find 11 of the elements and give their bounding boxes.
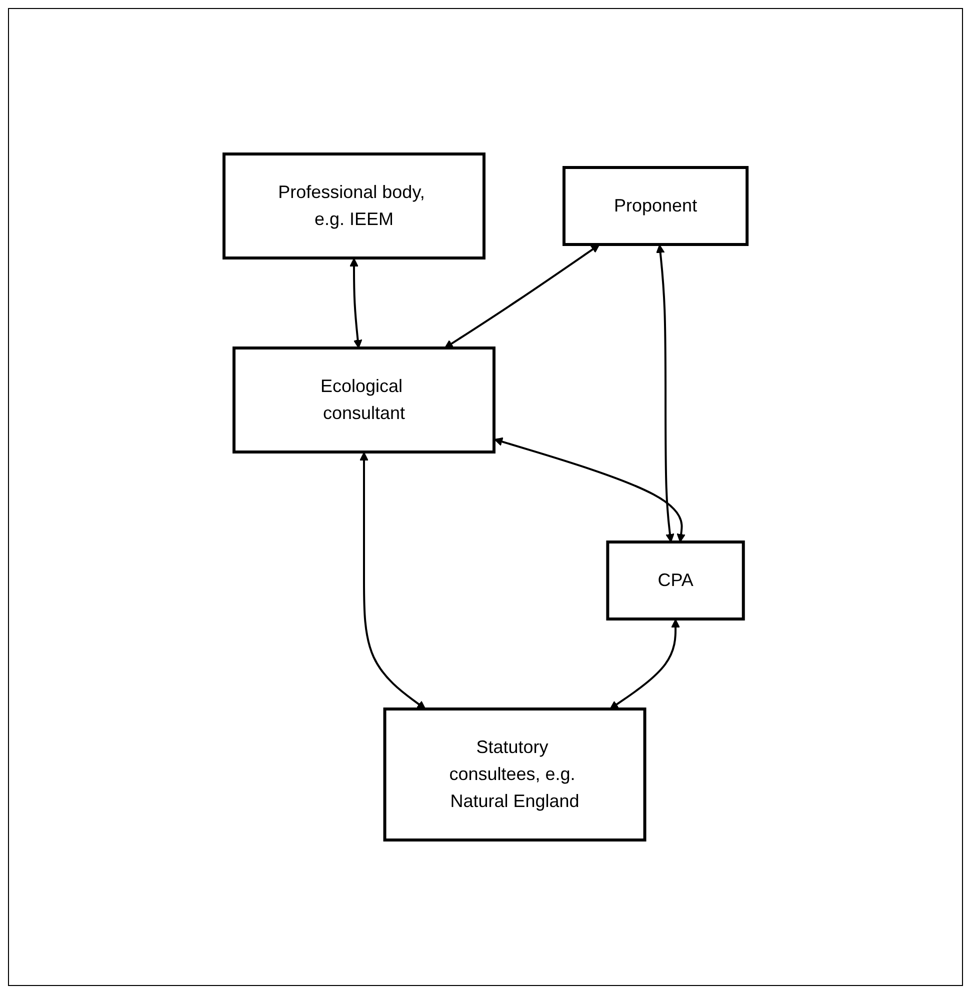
- arrow: [610, 619, 680, 710]
- node-box: CPA: [606, 540, 745, 620]
- node-box: Statutory consultees, e.g. Natural England: [383, 708, 646, 842]
- arrow: [494, 437, 686, 542]
- arrow: [656, 244, 674, 542]
- node-box: Professional body, e.g. IEEM: [222, 152, 486, 260]
- arrow: [350, 258, 362, 348]
- arrow: [360, 452, 426, 710]
- node-box: Ecological consultant: [232, 346, 496, 454]
- node-box: Proponent: [562, 166, 749, 246]
- arrow: [444, 244, 600, 348]
